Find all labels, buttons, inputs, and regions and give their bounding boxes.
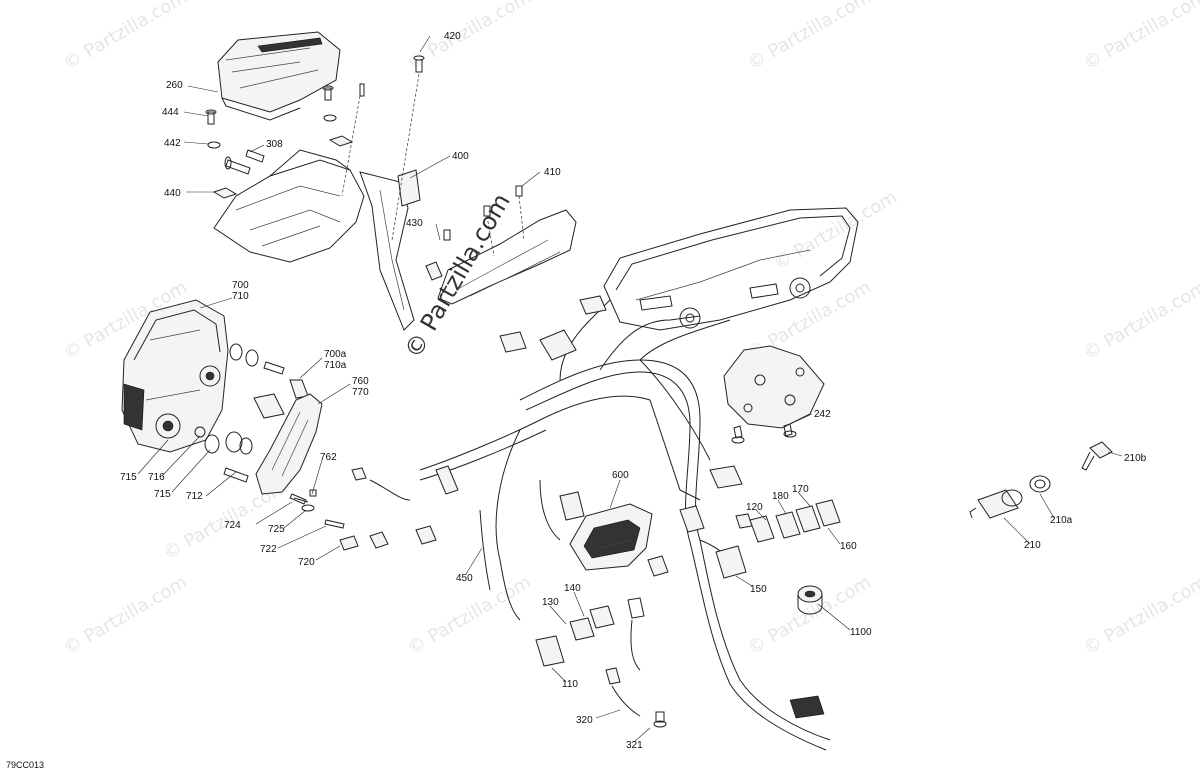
label-150: 150 xyxy=(750,584,767,595)
label-260: 260 xyxy=(166,80,183,91)
bracket-242 xyxy=(723,345,825,444)
label-600: 600 xyxy=(612,470,629,481)
label-444: 444 xyxy=(162,107,179,118)
bracket-400 xyxy=(213,55,425,331)
label-140: 140 xyxy=(564,583,581,594)
label-308: 308 xyxy=(266,139,283,150)
label-400: 400 xyxy=(452,151,469,162)
label-170: 170 xyxy=(792,484,809,495)
cover-260 xyxy=(217,31,341,121)
label-1100: 1100 xyxy=(850,627,872,638)
headlight-housing xyxy=(121,299,229,453)
diagram-reference-code: 79CC013 xyxy=(6,760,45,770)
label-321: 321 xyxy=(626,740,643,751)
label-710: 710 xyxy=(232,291,249,302)
label-440: 440 xyxy=(164,188,181,199)
bracket-760 xyxy=(255,393,359,551)
leader-lines xyxy=(137,35,1123,743)
label-724: 724 xyxy=(224,520,241,531)
label-725: 725 xyxy=(268,524,285,535)
switches xyxy=(535,499,841,728)
wiring-harness xyxy=(351,295,831,751)
display-600 xyxy=(569,503,653,571)
label-712: 712 xyxy=(186,491,203,502)
label-716: 716 xyxy=(148,472,165,483)
label-710a: 710a xyxy=(324,360,347,371)
label-442: 442 xyxy=(164,138,181,149)
watermark: © Partzilla.com xyxy=(1080,277,1200,365)
watermark: © Partzilla.com xyxy=(60,0,191,74)
label-320: 320 xyxy=(576,715,593,726)
watermark: © Partzilla.com xyxy=(404,572,535,660)
label-110: 110 xyxy=(562,679,578,690)
label-715-b: 715 xyxy=(154,489,171,500)
label-420: 420 xyxy=(444,31,461,42)
watermark: © Partzilla.com xyxy=(404,0,535,74)
ignition-switch-210 xyxy=(969,441,1113,519)
label-722: 722 xyxy=(260,544,277,555)
label-242: 242 xyxy=(814,409,831,420)
label-180: 180 xyxy=(772,491,789,502)
upper-frame xyxy=(603,207,859,331)
bracket-410 xyxy=(425,185,577,305)
watermark: © Partzilla.com xyxy=(1080,572,1200,660)
part-labels: 420 260 444 442 308 440 400 410 430 700 … xyxy=(120,31,1147,751)
label-210b: 210b xyxy=(1124,453,1147,464)
power-socket-1100 xyxy=(797,585,823,615)
fasteners-top xyxy=(205,83,365,199)
watermark: © Partzilla.com xyxy=(1080,0,1200,74)
label-700: 700 xyxy=(232,280,249,291)
label-450: 450 xyxy=(456,573,473,584)
watermark: © Partzilla.com xyxy=(744,0,875,74)
label-700a: 700a xyxy=(324,349,347,360)
label-160: 160 xyxy=(840,541,857,552)
watermark: © Partzilla.com xyxy=(60,572,191,660)
label-760: 760 xyxy=(352,376,369,387)
label-762: 762 xyxy=(320,452,337,463)
label-430: 430 xyxy=(406,218,423,229)
label-720: 720 xyxy=(298,557,315,568)
watermark-main: © Partzilla.com xyxy=(399,189,516,363)
label-210a: 210a xyxy=(1050,515,1073,526)
watermark: © Partzilla.com xyxy=(770,187,901,275)
label-715-a: 715 xyxy=(120,472,137,483)
label-130: 130 xyxy=(542,597,559,608)
label-410: 410 xyxy=(544,167,561,178)
label-120: 120 xyxy=(746,502,763,513)
headlight-hardware xyxy=(194,343,309,483)
label-210: 210 xyxy=(1024,540,1041,551)
label-770: 770 xyxy=(352,387,369,398)
